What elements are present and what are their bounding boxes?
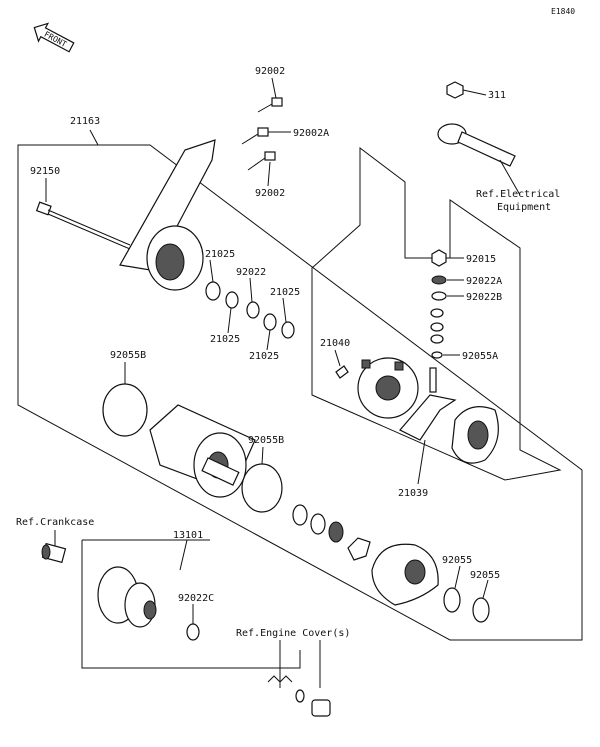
label-ref-electrical-1: Ref.Electrical <box>476 189 560 200</box>
front-arrow-icon: FRONT <box>33 22 75 53</box>
assembly-outline <box>17 144 583 641</box>
label-92022c: 92022C <box>178 593 214 604</box>
label-92055b-mid: 92055B <box>248 435 284 446</box>
label-311: 311 <box>488 90 506 101</box>
label-92055-b: 92055 <box>470 570 500 581</box>
nut-92015 <box>431 249 447 267</box>
o-ring-92055-b <box>472 597 490 623</box>
o-ring-92055b-left <box>102 383 148 437</box>
spring <box>267 675 293 683</box>
label-92002-top: 92002 <box>255 66 285 77</box>
o-ring-92055-a <box>443 587 461 613</box>
figure-id: E1840 <box>551 7 575 16</box>
label-92055-a: 92055 <box>442 555 472 566</box>
o-ring-92055a <box>431 351 443 359</box>
label-92022: 92022 <box>236 267 266 278</box>
bolt-92002-top <box>257 97 283 113</box>
label-92002a: 92002A <box>293 128 329 139</box>
washer-motor-2 <box>310 513 326 535</box>
label-92022a: 92022A <box>466 276 502 287</box>
brush-spring <box>335 365 349 379</box>
long-bolt <box>35 201 131 250</box>
starter-motor-yoke <box>149 404 256 498</box>
label-92015: 92015 <box>466 254 496 265</box>
label-21025-b: 21025 <box>270 287 300 298</box>
leader-lines <box>45 77 521 624</box>
brush-holder-plate <box>399 367 457 441</box>
terminal-cap <box>437 123 516 167</box>
brush-holder-box <box>311 146 562 481</box>
starter-clutch <box>97 566 157 628</box>
washer-stack-2 <box>430 322 444 332</box>
label-92150: 92150 <box>30 166 60 177</box>
label-ref-electrical-2: Equipment <box>497 202 551 213</box>
label-21025-c: 21025 <box>210 334 240 345</box>
end-cover-21039 <box>451 406 499 464</box>
washer-21025-b <box>225 291 239 309</box>
bolt-92002a <box>241 127 269 145</box>
crankcase-bushing <box>41 542 67 564</box>
label-21163: 21163 <box>70 116 100 127</box>
washer-stack-3 <box>430 334 444 344</box>
label-92055a: 92055A <box>462 351 498 362</box>
small-washer <box>295 689 305 703</box>
washer-motor-3 <box>328 521 344 543</box>
washer-21025-c <box>263 313 277 331</box>
washer-92022a <box>431 275 447 285</box>
washer-motor-1 <box>292 504 308 526</box>
label-92055b-left: 92055B <box>110 350 146 361</box>
end-housing <box>371 543 439 606</box>
label-92002-mid: 92002 <box>255 188 285 199</box>
engine-cover-cap <box>311 699 331 717</box>
label-ref-crankcase: Ref.Crankcase <box>16 517 94 528</box>
label-92022b: 92022B <box>466 292 502 303</box>
washer-92022 <box>246 301 260 319</box>
label-21025-a: 21025 <box>205 249 235 260</box>
washer-21025-d <box>281 321 295 339</box>
o-ring-92055b-mid <box>241 463 283 513</box>
brush-plate <box>357 357 419 419</box>
washer-92022b <box>431 291 447 301</box>
label-13101: 13101 <box>173 530 203 541</box>
washer-92022c <box>186 623 200 641</box>
washer-stack-1 <box>430 308 444 318</box>
clutch-bracket <box>81 540 301 669</box>
label-21025-d: 21025 <box>249 351 279 362</box>
spacer-motor <box>347 537 371 561</box>
starter-bracket <box>119 139 216 291</box>
engine-cover-bracket <box>279 640 321 688</box>
nut-311 <box>446 81 464 99</box>
label-21040: 21040 <box>320 338 350 349</box>
label-21039: 21039 <box>398 488 428 499</box>
label-ref-engine-cover: Ref.Engine Cover(s) <box>236 628 350 639</box>
bolt-92002-mid <box>247 151 276 171</box>
washer-21025-a <box>205 281 221 301</box>
